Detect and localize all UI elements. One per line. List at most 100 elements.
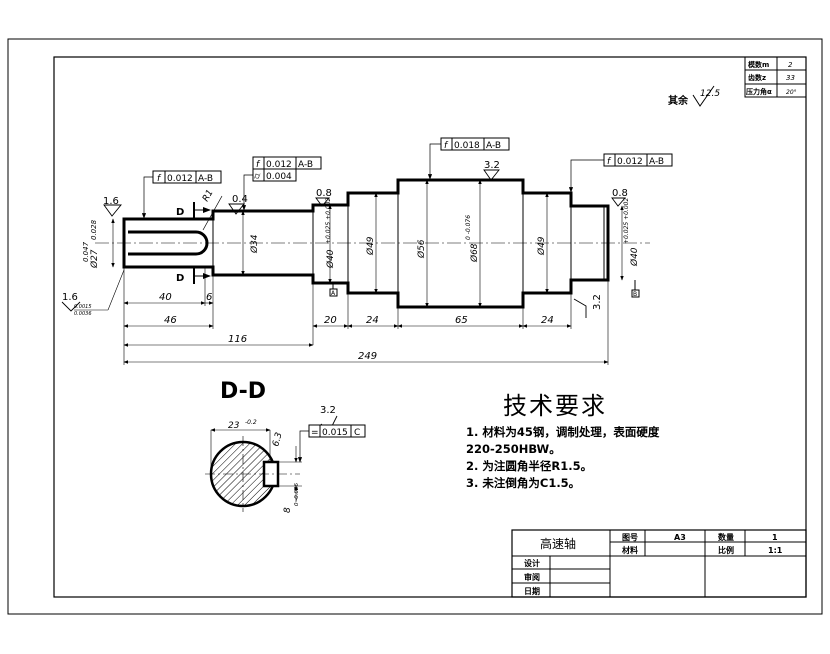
- drawing-no: A3: [674, 533, 686, 542]
- param-label-module: 模数m: [748, 60, 769, 69]
- tol-datum: A-B: [198, 174, 213, 184]
- roughness-2: 0.4: [232, 194, 248, 205]
- tol-sym: f: [607, 157, 612, 167]
- left-small-a: 0.0015: [74, 304, 92, 310]
- tol-value: 0.012: [167, 174, 193, 184]
- dia-68-tol: 0 -0.076: [465, 215, 472, 240]
- dim-24a: 24: [366, 315, 379, 326]
- roughness-8: 3.2: [320, 405, 336, 416]
- dia-49b: Ø49: [536, 236, 547, 256]
- material-label: 材料: [622, 545, 638, 555]
- requirement-item: 2. 为注圆角半径R1.5。: [466, 459, 593, 473]
- dia-49a: Ø49: [365, 236, 376, 256]
- dim-46: 46: [164, 315, 177, 326]
- drawing-no-label: 图号: [622, 533, 638, 542]
- param-label-teeth: 齿数z: [748, 73, 766, 82]
- requirement-item: 1. 材料为45钢，调制处理，表面硬度: [466, 425, 660, 439]
- dia-40b: Ø40: [629, 247, 640, 267]
- left-small-b: 0.0036: [74, 311, 92, 317]
- roughness-4: 3.2: [484, 160, 500, 171]
- tol-value: 0.004: [266, 172, 292, 182]
- scale-label: 比例: [718, 545, 734, 555]
- tolerance-frame-keyway: f 0.012 A-B: [141, 170, 222, 219]
- date-label: 日期: [524, 586, 540, 596]
- design-label: 设计: [524, 558, 540, 568]
- dia-40a: Ø40: [325, 249, 336, 269]
- gear-parameter-table: 模数m 2 齿数z 33 压力角α 20°: [744, 56, 807, 98]
- tol-sym: f: [157, 174, 162, 184]
- tol-sym: f: [256, 160, 261, 170]
- tol-value: 0.012: [617, 157, 643, 167]
- qty-label: 数量: [718, 532, 734, 542]
- diameter-dimensions: Ø27 0.047 0.028 Ø34 Ø40 +0.025 +0.002 Ø4…: [82, 179, 640, 308]
- roughness-1: 1.6: [103, 196, 119, 207]
- section-marker-top: D: [176, 207, 184, 218]
- dia-40b-tol: +0.025 +0.002: [623, 198, 630, 244]
- tolerance-frame-section: = 0.015 C: [297, 424, 366, 463]
- dia-34: Ø34: [249, 234, 260, 254]
- tol-value: 0.015: [322, 428, 348, 438]
- inner-frame: [53, 56, 807, 598]
- param-value-angle: 20°: [786, 89, 797, 96]
- param-value-teeth: 33: [786, 74, 795, 82]
- dim-40: 40: [159, 292, 172, 303]
- dia-40a-tol: +0.025 +0.002: [325, 198, 332, 244]
- roughness-6: 1.6: [62, 292, 78, 303]
- roughness-3: 0.8: [316, 188, 332, 199]
- param-label-angle: 压力角α: [746, 87, 772, 96]
- section-view: [205, 428, 302, 512]
- tol-datum: A-B: [298, 160, 313, 170]
- sec-v: 8: [283, 507, 293, 513]
- scale-value: 1:1: [768, 546, 783, 555]
- tolerance-frame-gear: f 0.018 A-B: [427, 137, 510, 180]
- tol-sym: f: [444, 141, 449, 151]
- left-tol-lower: 0.028: [90, 219, 98, 240]
- roughness-7: 3.2: [592, 294, 603, 310]
- dim-24b: 24: [541, 315, 554, 326]
- dia-27: Ø27: [89, 249, 100, 269]
- requirements-title: 技术要求: [503, 392, 607, 420]
- sec-width-tol: -0.2: [245, 419, 257, 426]
- dim-20: 20: [324, 315, 337, 326]
- requirements-list: 1. 材料为45钢，调制处理，表面硬度 220-250HBW。 2. 为注圆角半…: [466, 424, 766, 492]
- tolerance-frame-right: f 0.012 A-B: [568, 153, 673, 193]
- radius-label: R1: [201, 188, 216, 203]
- sec-width: 23: [228, 421, 240, 431]
- datum-a: A: [331, 290, 336, 297]
- dia-68: Ø68: [469, 243, 480, 263]
- dim-65: 65: [455, 315, 468, 326]
- dia-56: Ø56: [416, 239, 427, 259]
- requirement-item: 220-250HBW。: [466, 442, 561, 456]
- roughness-5: 0.8: [612, 188, 628, 199]
- tol-datum: C: [354, 428, 360, 438]
- tol-sym: ⌭: [254, 172, 261, 182]
- tol-datum: A-B: [486, 141, 501, 151]
- part-name: 高速轴: [540, 536, 576, 551]
- tol-value: 0.012: [266, 160, 292, 170]
- title-block: [511, 529, 807, 598]
- length-dimensions: [123, 267, 609, 365]
- tol-sym: =: [311, 428, 319, 438]
- tol-value: 0.018: [454, 141, 480, 151]
- rest-roughness-note: 其余 12.5: [668, 85, 720, 107]
- requirement-item: 3. 未注倒角为C1.5。: [466, 476, 581, 490]
- left-tol-upper: 0.047: [82, 241, 90, 262]
- sec-v-tol: 0 -0.036: [294, 483, 300, 506]
- section-marker-bottom: D: [176, 273, 184, 284]
- review-label: 审阅: [524, 572, 540, 582]
- datum-boxes: A B: [329, 280, 640, 298]
- section-marker: D D R1: [176, 188, 223, 284]
- dim-249: 249: [358, 351, 377, 362]
- dim-6: 6: [206, 292, 212, 303]
- datum-b: B: [633, 291, 637, 298]
- rest-label: 其余: [668, 94, 689, 107]
- qty-value: 1: [772, 533, 778, 542]
- sec-k: 6.3: [271, 431, 284, 448]
- tolerance-frame-d34: f 0.012 A-B ⌭ 0.004: [241, 156, 322, 211]
- param-value-module: 2: [788, 61, 793, 69]
- rest-roughness-value: 12.5: [700, 89, 720, 99]
- outer-frame: [7, 38, 823, 615]
- dim-116: 116: [228, 334, 247, 345]
- tol-datum: A-B: [649, 157, 664, 167]
